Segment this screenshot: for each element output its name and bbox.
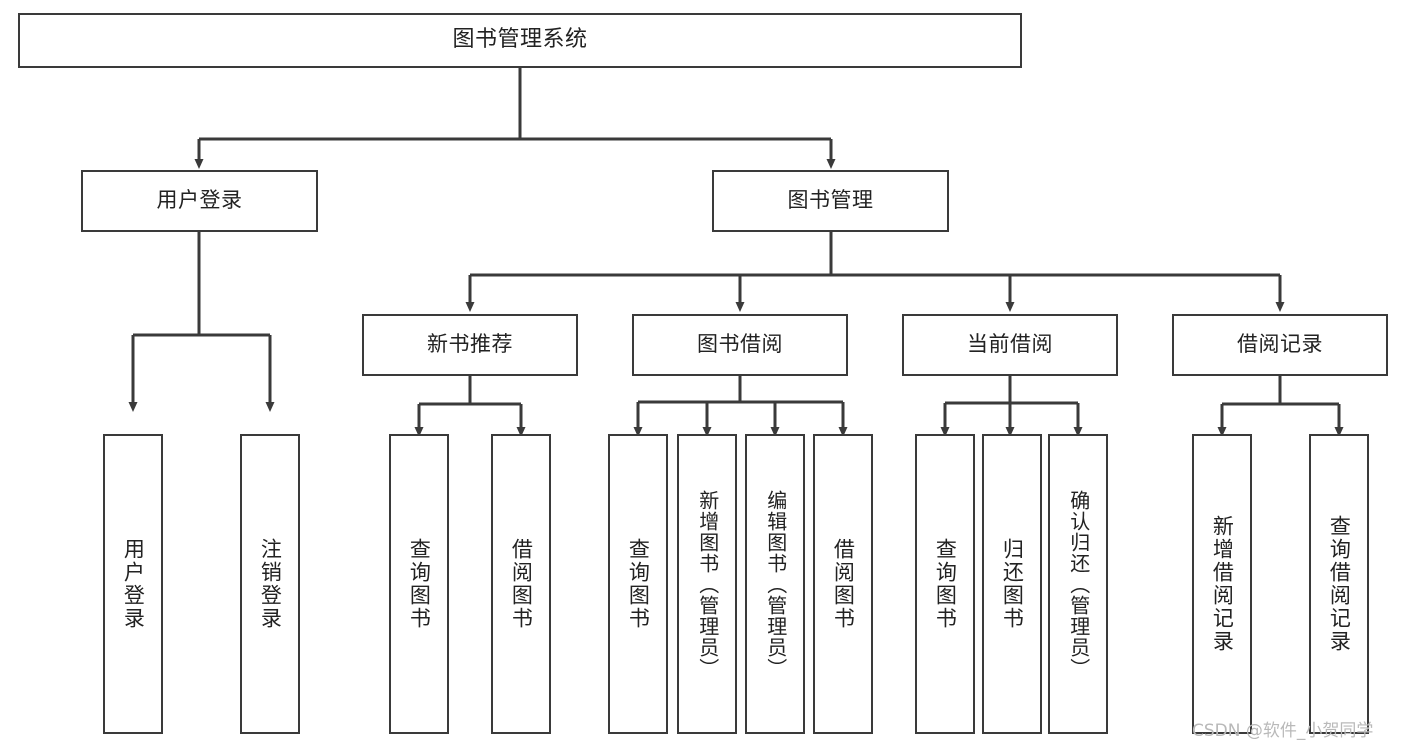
node-book-borrow[interactable]: 图书借阅 <box>632 314 848 376</box>
node-label: 新书推荐 <box>427 332 513 357</box>
node-leaf-edit-book-admin[interactable]: 编辑图书（管理员） <box>745 434 805 734</box>
node-borrow-record[interactable]: 借阅记录 <box>1172 314 1388 376</box>
node-label: 用户登录 <box>121 538 146 630</box>
node-leaf-query-book-borrow[interactable]: 查询图书 <box>608 434 668 734</box>
node-label: 图书管理系统 <box>452 27 588 53</box>
node-label: 借阅图书 <box>831 538 856 630</box>
node-leaf-add-borrow-record[interactable]: 新增借阅记录 <box>1192 434 1252 734</box>
node-label: 当前借阅 <box>967 332 1053 357</box>
node-label: 查询借阅记录 <box>1327 515 1352 653</box>
node-label: 归还图书 <box>1000 538 1025 630</box>
node-label: 图书借阅 <box>697 332 783 357</box>
node-current-borrow[interactable]: 当前借阅 <box>902 314 1118 376</box>
node-user-login[interactable]: 用户登录 <box>81 170 318 232</box>
node-leaf-query-borrow-record[interactable]: 查询借阅记录 <box>1309 434 1369 734</box>
node-label: 新增借阅记录 <box>1210 515 1235 653</box>
node-label: 图书管理 <box>787 188 874 213</box>
node-leaf-query-book-recommend[interactable]: 查询图书 <box>389 434 449 734</box>
node-leaf-user-login[interactable]: 用户登录 <box>103 434 163 734</box>
node-label: 新增图书（管理员） <box>695 489 720 679</box>
node-leaf-confirm-return-admin[interactable]: 确认归还（管理员） <box>1048 434 1108 734</box>
node-label: 查询图书 <box>407 538 432 630</box>
node-label: 编辑图书（管理员） <box>763 489 788 679</box>
node-label: 用户登录 <box>156 188 243 213</box>
node-label: 确认归还（管理员） <box>1066 489 1091 679</box>
node-leaf-return-book[interactable]: 归还图书 <box>982 434 1042 734</box>
node-label: 查询图书 <box>933 538 958 630</box>
node-book-management[interactable]: 图书管理 <box>712 170 949 232</box>
node-new-book-recommend[interactable]: 新书推荐 <box>362 314 578 376</box>
node-leaf-borrow-book-recommend[interactable]: 借阅图书 <box>491 434 551 734</box>
csdn-watermark: CSDN @软件_小贺同学 <box>1192 721 1374 741</box>
node-leaf-query-book-current[interactable]: 查询图书 <box>915 434 975 734</box>
node-leaf-borrow-book[interactable]: 借阅图书 <box>813 434 873 734</box>
node-label: 借阅记录 <box>1237 332 1323 357</box>
node-leaf-add-book-admin[interactable]: 新增图书（管理员） <box>677 434 737 734</box>
node-label: 注销登录 <box>258 538 283 630</box>
node-label: 借阅图书 <box>509 538 534 630</box>
node-label: 查询图书 <box>626 538 651 630</box>
node-leaf-logout[interactable]: 注销登录 <box>240 434 300 734</box>
node-root-library-system[interactable]: 图书管理系统 <box>18 13 1022 68</box>
